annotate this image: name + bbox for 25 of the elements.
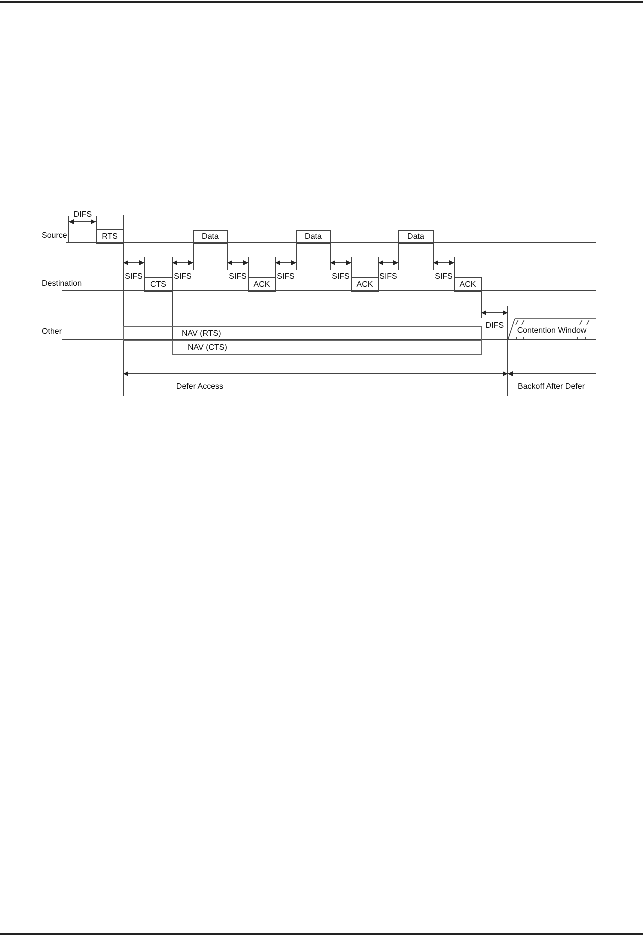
frame-box: ACK [454,277,482,292]
interval-label: DIFS [486,322,504,330]
row-label: Destination [42,280,82,288]
contention-window-band: Contention Window [508,318,596,341]
period-label: Backoff After Defer [518,383,585,391]
interval-label: DIFS [74,211,92,219]
frame-box: RTS [96,229,124,244]
interval-label: SIFS [380,273,398,281]
frame-box: ACK [351,277,379,292]
frame-box: ACK [248,277,276,292]
interval-label: SIFS [435,273,453,281]
period-label: Defer Access [176,383,224,391]
nav-period-bar: NAV (CTS) [172,340,482,355]
frame-box: CTS [144,277,173,292]
interval-label: SIFS [125,273,143,281]
row-label: Other [42,328,62,336]
interval-label: SIFS [229,273,247,281]
frame-box: Data [193,230,228,244]
nav-period-bar: NAV (RTS) [123,326,482,341]
frame-box: Data [398,230,434,244]
row-label: Source [42,232,68,240]
frame-box: Data [296,230,331,244]
interval-label: SIFS [277,273,295,281]
interval-label: SIFS [174,273,192,281]
interval-label: SIFS [332,273,350,281]
